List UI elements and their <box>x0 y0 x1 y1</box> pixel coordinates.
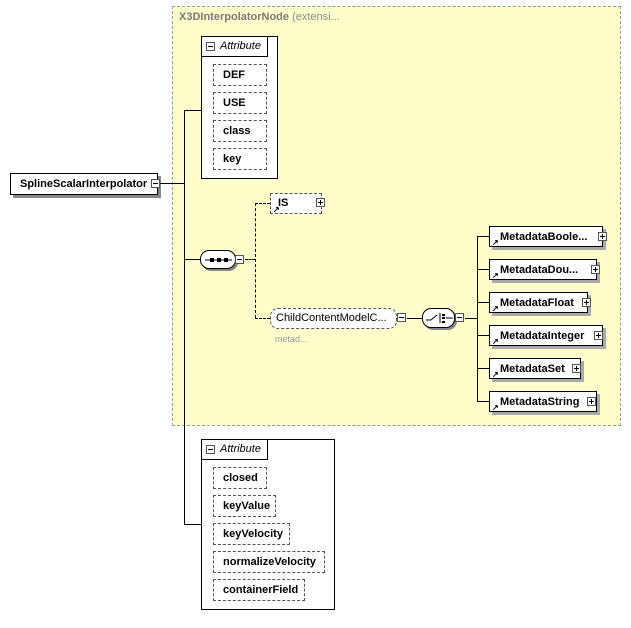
root-element-label: SplineScalarInterpolator <box>20 178 148 190</box>
metadata-string-label: MetadataString <box>500 396 580 408</box>
connector-choice-5 <box>477 401 489 402</box>
metadata-set-expand[interactable] <box>572 364 581 373</box>
inherited-attribute-collapse[interactable] <box>206 42 215 51</box>
metadata-float-expand[interactable] <box>582 298 591 307</box>
own-attribute-collapse[interactable] <box>206 445 215 454</box>
connector-choice-2 <box>477 302 489 303</box>
metadata-integer-expand[interactable] <box>594 331 603 340</box>
sequence-collapse-button[interactable] <box>235 255 244 264</box>
inherited-attribute-header-divider <box>201 56 268 57</box>
attribute-class[interactable]: class <box>213 120 267 142</box>
attribute-keyvelocity[interactable]: keyVelocity <box>213 523 290 545</box>
ref-arrow-icon: ↗ <box>273 205 280 214</box>
metadata-integer-element[interactable]: ↗ MetadataInteger <box>489 325 603 346</box>
metadata-boolean-expand[interactable] <box>598 232 607 241</box>
connector-attr-top <box>184 110 201 111</box>
connector-trunk <box>184 110 185 524</box>
child-content-group[interactable]: ChildContentModelC... <box>270 308 397 329</box>
attribute-use[interactable]: USE <box>213 92 267 114</box>
sequence-compositor[interactable] <box>200 250 236 269</box>
metadata-integer-label: MetadataInteger <box>500 330 585 342</box>
ref-arrow-icon: ↗ <box>492 304 499 313</box>
attribute-keyvalue[interactable]: keyValue <box>213 495 276 517</box>
connector-choice-3 <box>477 335 489 336</box>
metadata-float-element[interactable]: ↗ MetadataFloat <box>489 292 588 313</box>
attribute-key[interactable]: key <box>213 148 267 170</box>
connector-is <box>255 203 270 204</box>
connector-choice-0 <box>477 236 489 237</box>
ref-arrow-icon: ↗ <box>492 403 499 412</box>
metadata-boolean-element[interactable]: ↗ MetadataBoole... <box>489 226 603 247</box>
connector-to-choice <box>407 318 422 319</box>
connector-attr-bottom <box>184 524 201 525</box>
extension-suffix: (extensi... <box>292 11 340 23</box>
connector-choice-out <box>465 318 477 319</box>
child-content-group-label: ChildContentModelC... <box>276 312 387 324</box>
connector-seq <box>184 259 200 260</box>
own-attribute-header-divider-v <box>267 439 268 459</box>
ref-arrow-icon: ↗ <box>492 238 499 247</box>
metadata-double-label: MetadataDou... <box>500 264 579 276</box>
metadata-set-element[interactable]: ↗ MetadataSet <box>489 358 581 379</box>
own-attribute-header-divider <box>201 459 268 460</box>
connector-choice-branch <box>477 236 478 401</box>
ref-arrow-icon: ↗ <box>492 271 499 280</box>
root-collapse-button[interactable] <box>151 179 160 188</box>
metadata-float-label: MetadataFloat <box>500 297 574 309</box>
metadata-string-element[interactable]: ↗ MetadataString <box>489 391 597 412</box>
connector-seq-branch <box>255 203 256 318</box>
connector-seq-out <box>245 259 255 260</box>
attribute-normalizevelocity[interactable]: normalizeVelocity <box>213 551 325 573</box>
is-element[interactable]: ↗ IS <box>270 193 322 214</box>
connector-root <box>160 183 184 184</box>
own-attribute-header: Attribute <box>220 443 261 455</box>
metadata-double-element[interactable]: ↗ MetadataDou... <box>489 259 597 280</box>
attribute-closed[interactable]: closed <box>213 467 267 489</box>
extension-base-name: X3DInterpolatorNode <box>179 11 290 23</box>
sequence-icon <box>205 258 232 262</box>
inherited-attribute-header-divider-v <box>267 36 268 56</box>
is-element-label: IS <box>278 197 289 209</box>
choice-icon <box>426 313 453 323</box>
metadata-string-expand[interactable] <box>587 397 596 406</box>
inherited-attribute-header: Attribute <box>220 40 261 52</box>
child-group-collapse-button[interactable] <box>397 313 406 322</box>
connector-choice-4 <box>477 368 489 369</box>
metadata-set-label: MetadataSet <box>500 363 565 375</box>
connector-child-group <box>255 318 270 319</box>
choice-compositor[interactable] <box>422 308 455 328</box>
choice-collapse-button[interactable] <box>455 313 464 322</box>
extension-title: X3DInterpolatorNode (extensi... <box>179 11 340 23</box>
attribute-def[interactable]: DEF <box>213 64 267 86</box>
child-group-sublabel: metad... <box>275 334 308 344</box>
connector-choice-1 <box>477 269 489 270</box>
attribute-containerfield[interactable]: containerField <box>213 579 305 601</box>
ref-arrow-icon: ↗ <box>492 337 499 346</box>
metadata-boolean-label: MetadataBoole... <box>500 231 588 243</box>
ref-arrow-icon: ↗ <box>492 370 499 379</box>
root-element[interactable]: SplineScalarInterpolator <box>10 173 158 195</box>
metadata-double-expand[interactable] <box>591 265 600 274</box>
is-expand-button[interactable] <box>316 198 325 207</box>
